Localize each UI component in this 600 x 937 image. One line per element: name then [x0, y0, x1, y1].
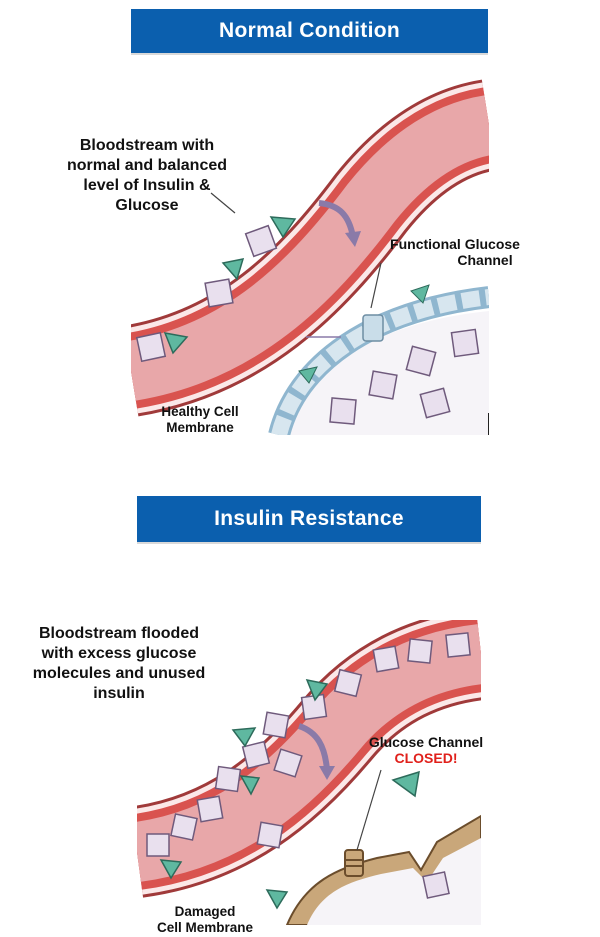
insulin-resistance-banner: Insulin Resistance	[137, 496, 481, 542]
damaged-membrane-label: Damaged Cell Membrane	[156, 904, 254, 935]
insulin-resistance-diagram	[137, 620, 481, 925]
insulin-molecule-icon	[159, 859, 183, 880]
insulin-molecule-icon	[265, 889, 289, 910]
insulin-molecule-icon	[305, 678, 329, 702]
glucose-molecule-icon	[256, 821, 284, 849]
flooded-bloodstream-label: Bloodstream flooded with excess glucose …	[32, 625, 206, 702]
functional-channel-label: Functional Glucose Channel	[390, 236, 520, 268]
panel-title: Insulin Resistance	[214, 507, 404, 530]
glucose-channel-icon	[362, 314, 384, 342]
glucose-molecule-icon	[170, 813, 198, 841]
insulin-molecule-icon	[231, 727, 257, 748]
glucose-entry-arrow-icon	[297, 723, 330, 771]
glucose-molecule-icon	[135, 331, 167, 363]
healthy-membrane-label: Healthy Cell Membrane	[161, 404, 239, 435]
glucose-molecule-icon	[262, 711, 290, 739]
insulin-molecule-icon	[221, 258, 245, 281]
normal-bloodstream-label: Bloodstream with normal and balanced lev…	[66, 137, 228, 214]
glucose-molecule-icon	[422, 871, 450, 899]
channel-closed-status: CLOSED!	[394, 750, 458, 766]
glucose-molecule-icon	[419, 387, 451, 419]
glucose-molecule-icon	[196, 795, 224, 823]
glucose-molecule-icon	[241, 740, 271, 770]
glucose-molecule-icon	[445, 632, 471, 658]
glucose-molecule-icon	[407, 638, 433, 664]
insulin-molecule-icon	[239, 775, 261, 796]
insulin-molecule-icon	[391, 770, 420, 798]
insulin-molecule-icon	[269, 216, 297, 239]
glucose-molecule-icon	[204, 278, 234, 308]
blood-vessel-lumen	[137, 624, 481, 882]
insulin-molecule-icon	[410, 284, 430, 304]
normal-condition-diagram	[131, 79, 489, 435]
insulin-molecule-icon	[163, 332, 189, 355]
blood-vessel-lumen	[131, 95, 489, 401]
insulin-molecule-icon	[298, 366, 318, 384]
glucose-molecule-icon	[300, 693, 328, 721]
glucose-molecule-icon	[244, 224, 278, 258]
normal-condition-banner: Normal Condition	[131, 9, 488, 53]
closed-channel-label: Glucose Channel CLOSED!	[346, 734, 506, 766]
glucose-molecule-icon	[273, 748, 303, 778]
glucose-molecule-icon	[405, 345, 437, 377]
glucose-entry-arrow-icon	[318, 200, 356, 238]
glucose-molecule-icon	[333, 668, 363, 698]
closed-glucose-channel-icon	[344, 849, 364, 877]
glucose-molecule-icon	[368, 370, 398, 400]
glucose-molecule-icon	[450, 328, 480, 358]
glucose-molecule-icon	[214, 765, 242, 793]
panel-title: Normal Condition	[219, 19, 400, 42]
glucose-molecule-icon	[329, 397, 357, 425]
glucose-molecule-icon	[372, 645, 400, 673]
glucose-molecule-icon	[146, 833, 170, 857]
